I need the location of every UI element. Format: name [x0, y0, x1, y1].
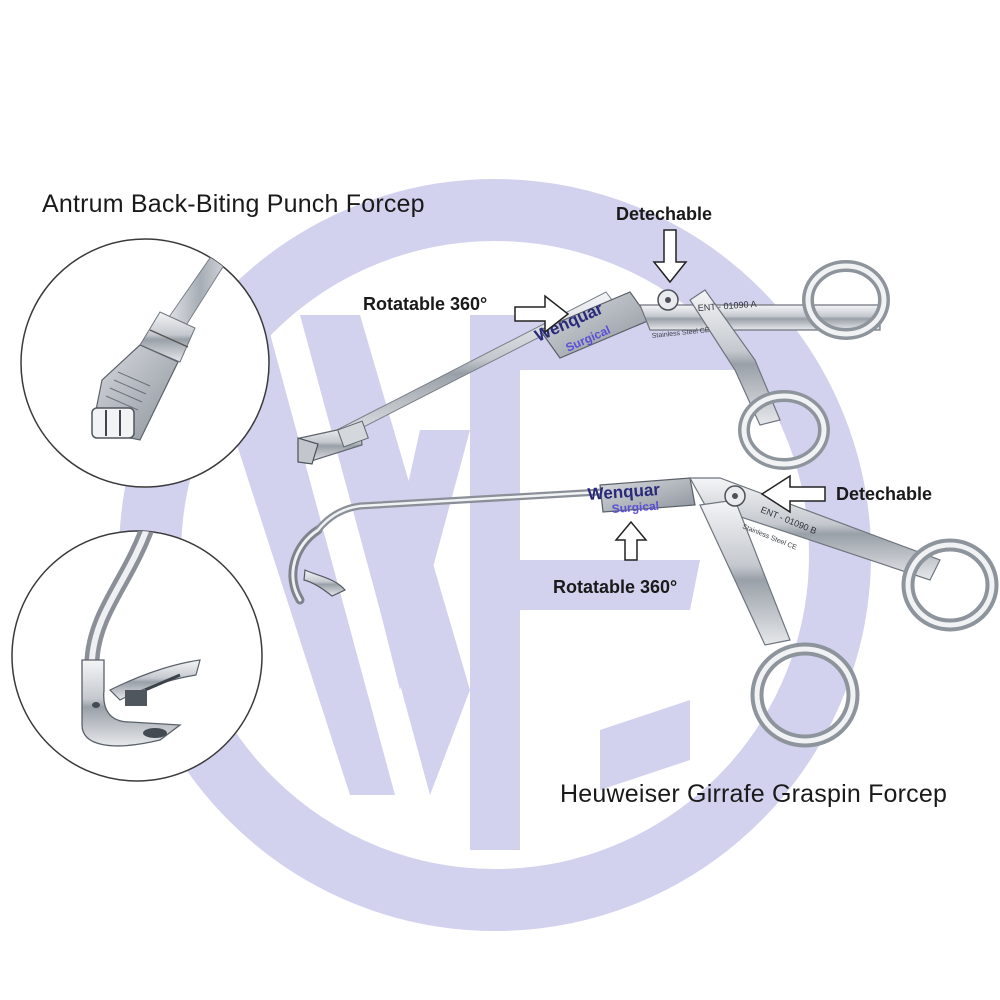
arrow-up-icon — [614, 520, 648, 561]
antrum-punch-forcep: Wenquar Surgical ENT - 01090 A Stainless… — [297, 260, 890, 470]
arrow-left-icon — [760, 474, 826, 514]
detail-view-top — [20, 238, 270, 488]
callout-detachable-bottom: Detechable — [836, 484, 933, 504]
callout-detachable-top: Detechable — [616, 204, 713, 224]
heuweiser-grasping-forcep: Wenquar Surgical ENT - 01090 B Stainless… — [288, 477, 999, 748]
top-code: ENT - 01090 A — [697, 299, 756, 313]
callout-rotatable-top: Rotatable 360° — [363, 294, 488, 314]
callout-rotatable-bottom: Rotatable 360° — [553, 577, 678, 597]
arrow-right-icon — [514, 294, 570, 334]
detail-view-bottom — [11, 530, 263, 782]
grasping-tip-closeup-icon — [81, 531, 201, 747]
bottom-brand-line2: Surgical — [611, 499, 659, 516]
top-instrument-title: Antrum Back-Biting Punch Forcep — [42, 190, 425, 218]
watermark-logo-icon — [119, 179, 871, 931]
bottom-instrument-title: Heuweiser Girrafe Graspin Forcep — [560, 780, 948, 808]
arrow-down-icon — [652, 229, 688, 284]
